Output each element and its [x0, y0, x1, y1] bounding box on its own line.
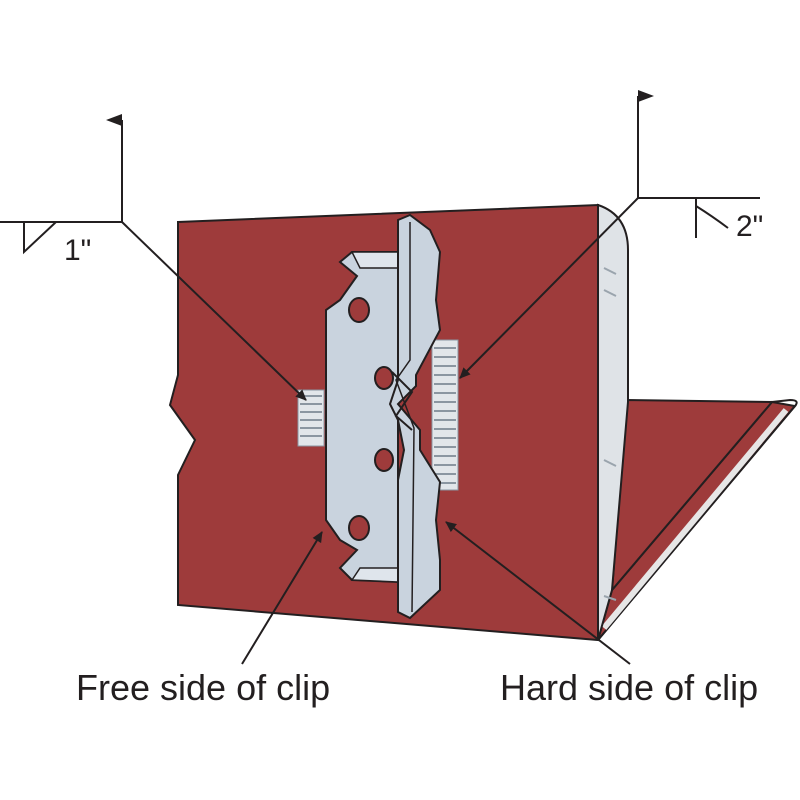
clip: [325, 213, 442, 620]
callout-free-side: Free side of clip: [76, 667, 330, 708]
leader-line-left: [121, 221, 307, 401]
weld-hard-side: [431, 339, 459, 491]
leader-hard-side: [445, 521, 631, 665]
flag-icon: [106, 114, 122, 126]
dimension-label-right: 2": [736, 210, 763, 243]
callout-hard-side: Hard side of clip: [500, 667, 758, 708]
leader-line-right: [459, 197, 639, 379]
angle-edge-strip: [597, 203, 629, 641]
weld-symbol-right: 2": [459, 90, 763, 379]
leader-free-side: [241, 531, 323, 665]
angle-bottom-flange: [597, 398, 798, 641]
dimension-label-left: 1": [64, 234, 91, 267]
fillet-weld-icon: [23, 221, 57, 255]
weld-symbol-left: 1": [0, 114, 307, 401]
weld-free-side: [297, 389, 325, 447]
fillet-weld-icon: [695, 205, 729, 229]
flag-icon: [638, 90, 654, 102]
